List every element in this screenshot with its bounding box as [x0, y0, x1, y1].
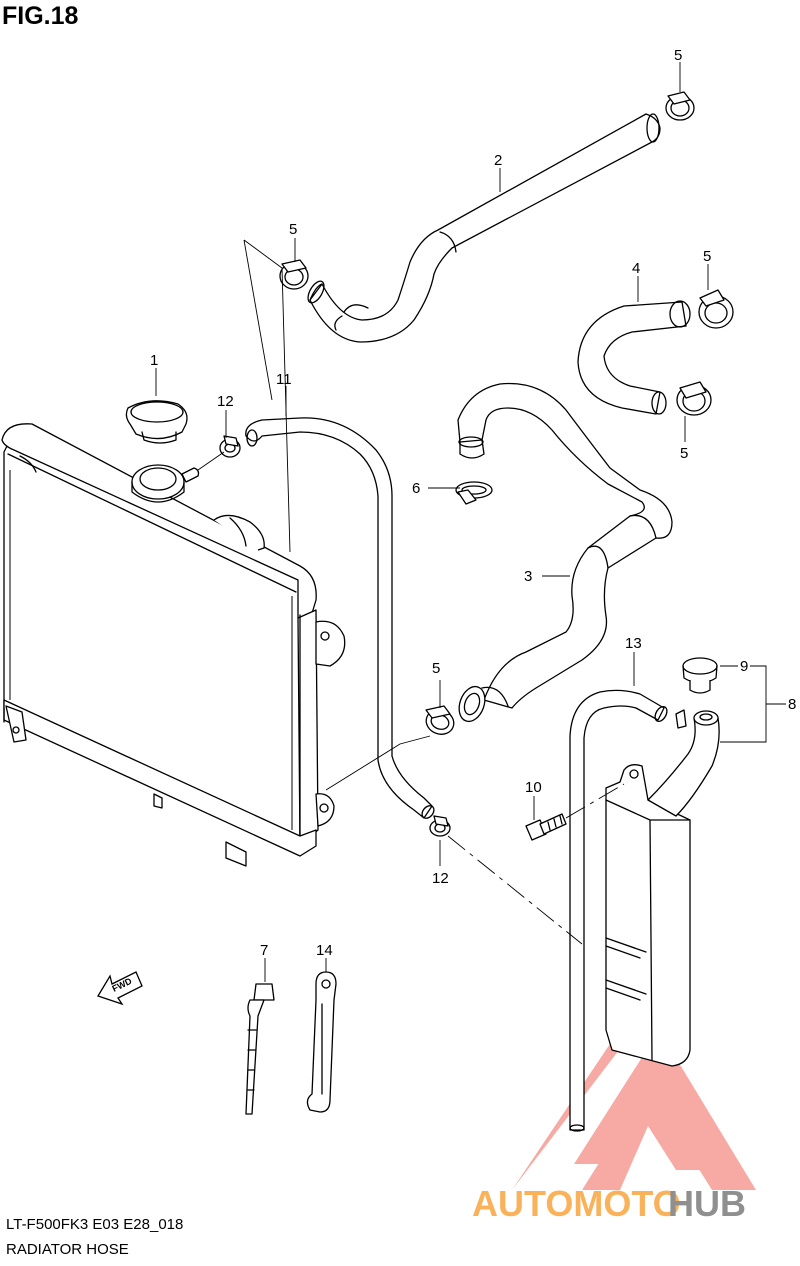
callout-5: 5: [289, 221, 297, 238]
hose-clamp-hose4-upper: [698, 289, 734, 329]
hose-clamp-hose4-lower: [676, 381, 712, 416]
callout-10: 10: [525, 779, 542, 796]
reservoir-cap: [682, 657, 718, 694]
radiator: [1, 423, 346, 867]
callout-13: 13: [625, 635, 642, 652]
callout-8: 8: [788, 696, 796, 713]
hose-clip-12-upper: [219, 435, 241, 458]
callout-5: 5: [703, 248, 711, 265]
hose-clamp-top: [665, 91, 695, 121]
hose-clamp-6: [455, 481, 493, 505]
radiator-hose-2: [307, 113, 661, 343]
radiator-hose-3: [457, 382, 673, 723]
watermark-text-hub: HUB: [668, 1183, 746, 1224]
callout-9: 9: [740, 658, 748, 675]
hose-clip-12-lower: [429, 815, 451, 837]
callout-12: 12: [217, 393, 234, 410]
figure-title: FIG.18: [2, 2, 79, 30]
callout-5: 5: [674, 47, 682, 64]
hose-clamp-hose3-end: [425, 705, 455, 735]
callout-1: 1: [150, 352, 158, 369]
automotohub-watermark-logo: [512, 1012, 756, 1190]
coolant-reservoir-tank: [605, 709, 720, 1067]
diagram-caption: RADIATOR HOSE: [6, 1241, 129, 1258]
callout-6: 6: [412, 480, 420, 497]
callout-2: 2: [494, 152, 502, 169]
callout-7: 7: [260, 942, 268, 959]
hose-clamp-hose2-end: [279, 259, 309, 290]
cable-tie-7: [245, 983, 275, 1115]
callout-labels: 5 2 5 4 5 5 1 12 11 6 3 5 12 13 9 8 10 7…: [150, 47, 796, 959]
watermark-text-automoto: AUTOMOTO: [472, 1183, 681, 1224]
fwd-direction-arrow: FWD: [97, 971, 143, 1006]
model-code: LT-F500FK3 E03 E28_018: [6, 1216, 184, 1233]
bolt-10: [525, 813, 567, 841]
callout-12: 12: [432, 870, 449, 887]
callout-5: 5: [680, 445, 688, 462]
bypass-hose-4: [577, 300, 691, 415]
rubber-strap-14: [306, 971, 337, 1113]
callout-3: 3: [524, 568, 532, 585]
callout-14: 14: [316, 942, 333, 959]
overflow-hose-11: [245, 417, 435, 819]
leader-lines: [155, 62, 786, 982]
reservoir-hose-13: [569, 689, 668, 1132]
callout-5: 5: [432, 660, 440, 677]
callout-4: 4: [632, 260, 640, 277]
radiator-cap: [125, 400, 188, 444]
callout-11: 11: [276, 371, 292, 388]
